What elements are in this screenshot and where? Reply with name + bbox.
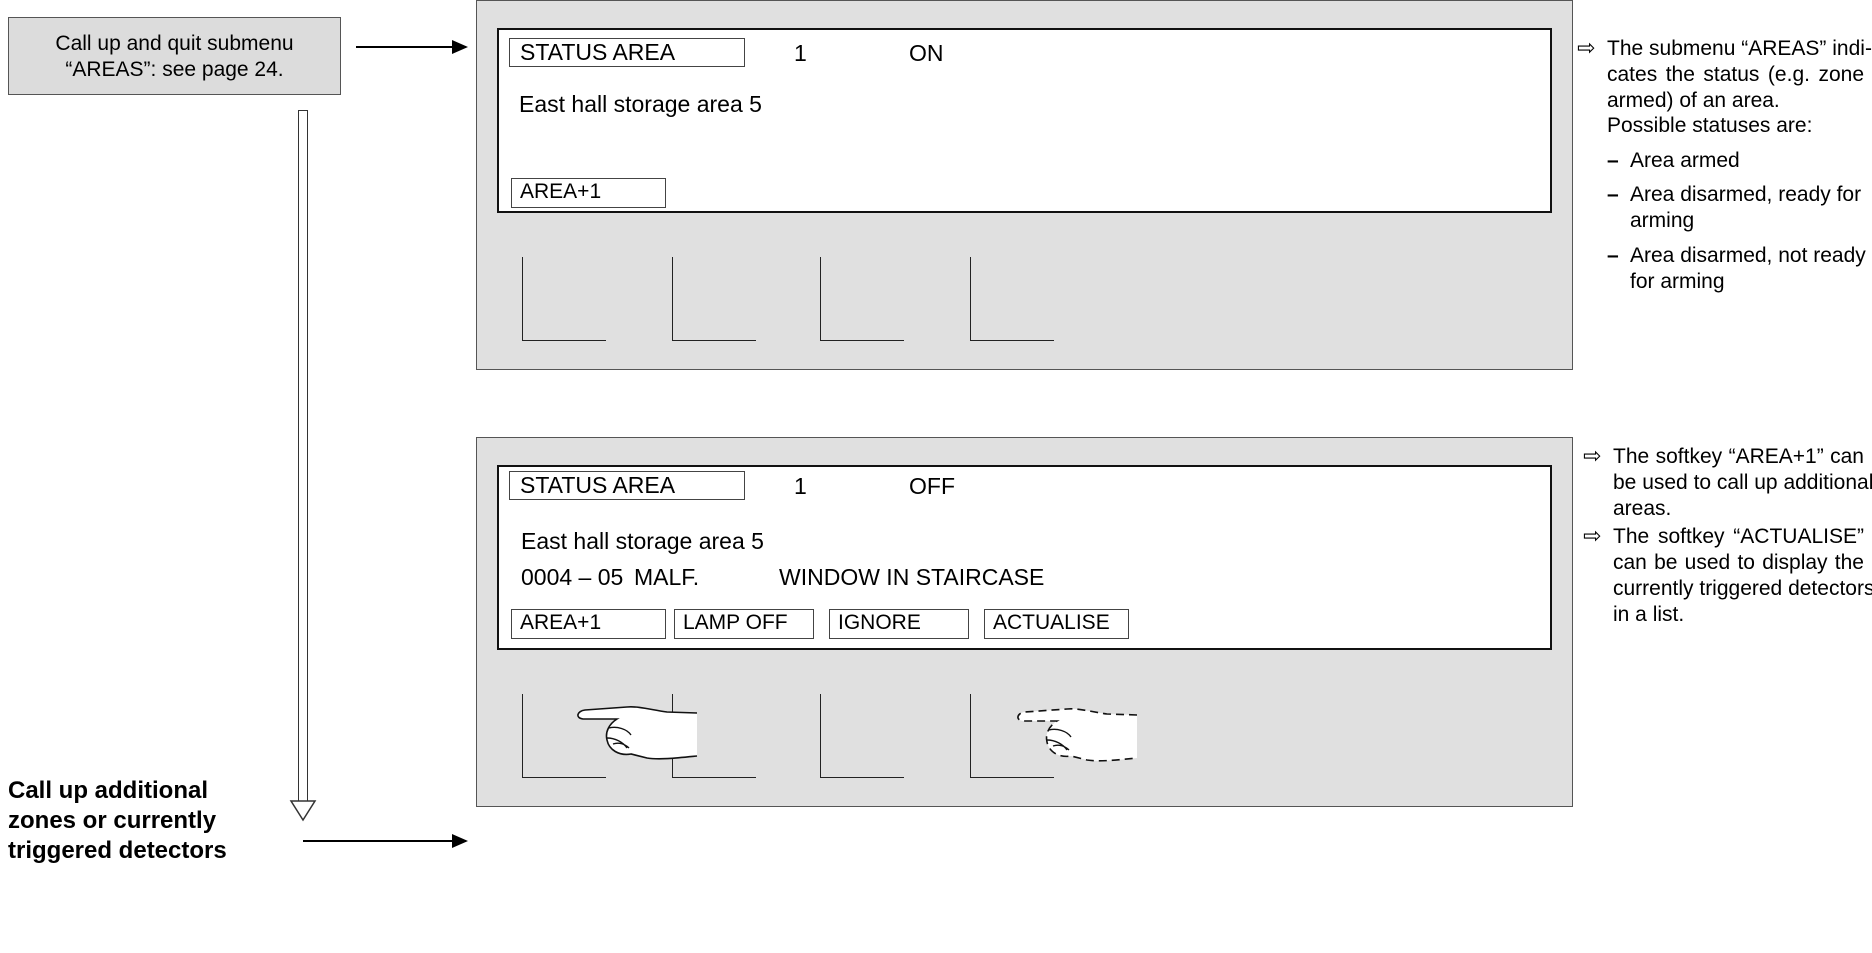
- note-arrow-icon: ⇨: [1583, 524, 1602, 549]
- top-display-screen: STATUS AREA 1 ON East hall storage area …: [497, 28, 1552, 213]
- bottom-softkey-button-4[interactable]: [970, 694, 1054, 778]
- bottom-softkey-button-3[interactable]: [820, 694, 904, 778]
- note-line: currently triggered detectors: [1613, 577, 1872, 600]
- list-item: arming: [1630, 209, 1695, 232]
- bottom-area-state: OFF: [909, 473, 955, 499]
- top-softkey-button-4[interactable]: [970, 257, 1054, 341]
- callout-line-1: Call up and quit submenu: [55, 32, 294, 55]
- note-arrow-icon: ⇨: [1583, 444, 1602, 469]
- bottom-display-screen: STATUS AREA 1 OFF East hall storage area…: [497, 465, 1552, 650]
- list-item: Area disarmed, ready for: [1630, 183, 1862, 206]
- top-softkey-button-2[interactable]: [672, 257, 756, 341]
- top-area-number: 1: [794, 40, 807, 66]
- bottom-softkey-button-1[interactable]: [522, 694, 606, 778]
- list-dash: –: [1607, 149, 1619, 172]
- top-softkey-area-plus-1[interactable]: AREA+1: [511, 178, 666, 208]
- top-device-panel: STATUS AREA 1 ON East hall storage area …: [476, 0, 1573, 370]
- note-line: areas.: [1613, 497, 1672, 520]
- arrow-to-bottom-panel: [303, 834, 468, 848]
- note-line: The submenu “AREAS” indi-: [1607, 37, 1872, 60]
- top-status-title: STATUS AREA: [509, 38, 745, 67]
- flow-down-arrow: [298, 110, 308, 802]
- bottom-softkey-area-plus-1[interactable]: AREA+1: [511, 609, 666, 639]
- note-line: can be used to display the: [1613, 551, 1864, 574]
- note-line: in a list.: [1613, 603, 1685, 626]
- caption-call-up-additional: Call up additional zones or currently tr…: [8, 776, 308, 866]
- caption-line-1: Call up additional: [8, 777, 209, 804]
- top-softkey-button-3[interactable]: [820, 257, 904, 341]
- note-line: Possible statuses are:: [1607, 114, 1813, 137]
- list-item: Area armed: [1630, 149, 1740, 172]
- note-possible-statuses: Possible statuses are:: [1607, 113, 1864, 139]
- caption-line-2: zones or currently: [8, 807, 217, 834]
- callout-line-2: “AREAS”: see page 24.: [65, 58, 284, 81]
- list-item: for arming: [1630, 270, 1725, 293]
- note-line: be used to call up additional: [1613, 471, 1872, 494]
- note-line: The softkey “AREA+1” can: [1613, 445, 1864, 468]
- note-line: The softkey “ACTUALISE”: [1613, 525, 1864, 548]
- bottom-area-name: East hall storage area 5: [521, 528, 764, 554]
- list-item: Area disarmed, not ready: [1630, 244, 1866, 267]
- bottom-status-title: STATUS AREA: [509, 471, 745, 500]
- top-softkey-button-1[interactable]: [522, 257, 606, 341]
- bottom-softkey-lamp-off[interactable]: LAMP OFF: [674, 609, 814, 639]
- note-softkey-actualise: The softkey “ACTUALISE” can be used to d…: [1613, 524, 1872, 628]
- bottom-event-description: WINDOW IN STAIRCASE: [779, 564, 1045, 590]
- note-line: cates the status (e.g. zone: [1607, 63, 1864, 86]
- bottom-area-number: 1: [794, 473, 807, 499]
- callout-box: Call up and quit submenu “AREAS”: see pa…: [8, 17, 341, 95]
- note-line: armed) of an area.: [1607, 89, 1780, 112]
- bottom-softkey-ignore[interactable]: IGNORE: [829, 609, 969, 639]
- top-area-state: ON: [909, 40, 944, 66]
- pointing-hand-dashed-icon: [1017, 708, 1138, 762]
- bottom-device-panel: STATUS AREA 1 OFF East hall storage area…: [476, 437, 1573, 807]
- list-dash: –: [1607, 244, 1619, 267]
- bottom-event-id: 0004 – 05: [521, 564, 624, 590]
- bottom-event-type: MALF.: [634, 564, 700, 590]
- flow-down-arrowhead: [289, 800, 317, 822]
- note-areas-submenu: The submenu “AREAS” indi- cates the stat…: [1607, 36, 1872, 114]
- pointing-hand-icon: [577, 706, 698, 760]
- bottom-softkey-actualise[interactable]: ACTUALISE: [984, 609, 1129, 639]
- top-area-name: East hall storage area 5: [519, 91, 762, 117]
- note-arrow-icon: ⇨: [1577, 36, 1596, 61]
- arrow-to-top-panel: [356, 40, 468, 54]
- caption-line-3: triggered detectors: [8, 837, 227, 864]
- list-dash: –: [1607, 183, 1619, 206]
- note-softkey-area-plus-1: The softkey “AREA+1” can be used to call…: [1613, 444, 1872, 522]
